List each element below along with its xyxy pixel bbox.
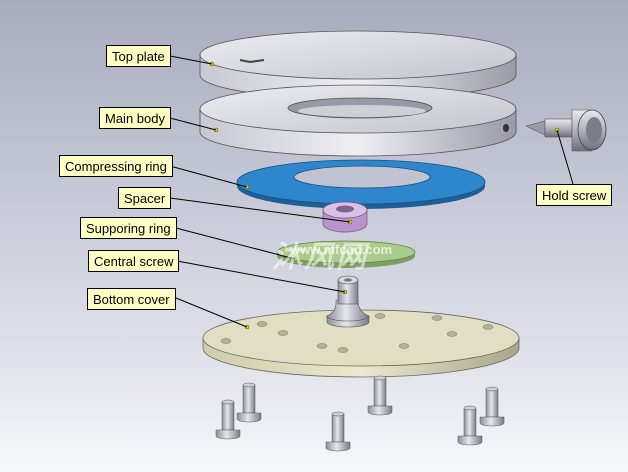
label-spacer: Spacer xyxy=(118,187,172,209)
watermark-logo: 沐风网 xyxy=(272,241,368,274)
leader-central-screw xyxy=(176,260,346,293)
label-compressing-ring: Compressing ring xyxy=(59,155,173,177)
watermark-url: www.mfcad.com xyxy=(290,242,393,257)
hold-screw-part xyxy=(525,109,607,152)
label-hold-screw: Hold screw xyxy=(536,184,613,206)
central-screw-part xyxy=(326,275,370,328)
leader-hold-screw xyxy=(556,129,574,185)
label-bottom-cover: Bottom cover xyxy=(87,288,176,310)
label-main-body: Main body xyxy=(99,107,171,129)
main-body-part xyxy=(199,84,517,157)
bolt-3 xyxy=(367,375,393,416)
bolt-6 xyxy=(479,386,505,427)
leader-compressing-ring xyxy=(169,165,248,188)
compressing-ring-part xyxy=(236,159,486,209)
bolt-4 xyxy=(325,411,351,452)
leader-lines xyxy=(169,55,574,328)
leader-main-body xyxy=(169,117,217,131)
bolt-1 xyxy=(215,399,241,440)
label-top-plate: Top plate xyxy=(106,45,171,67)
bottom-cover-part xyxy=(202,309,520,378)
supporing-ring-part xyxy=(276,240,416,268)
leader-spacer xyxy=(169,197,351,223)
leader-supporing-ring xyxy=(175,227,296,260)
label-supporing-ring: Supporing ring xyxy=(80,217,177,239)
spacer-part xyxy=(322,201,368,233)
bolt-2 xyxy=(236,382,262,423)
label-central-screw: Central screw xyxy=(88,250,180,272)
leader-top-plate xyxy=(169,55,213,65)
leader-bottom-cover xyxy=(175,297,248,328)
bolt-5 xyxy=(457,405,483,446)
